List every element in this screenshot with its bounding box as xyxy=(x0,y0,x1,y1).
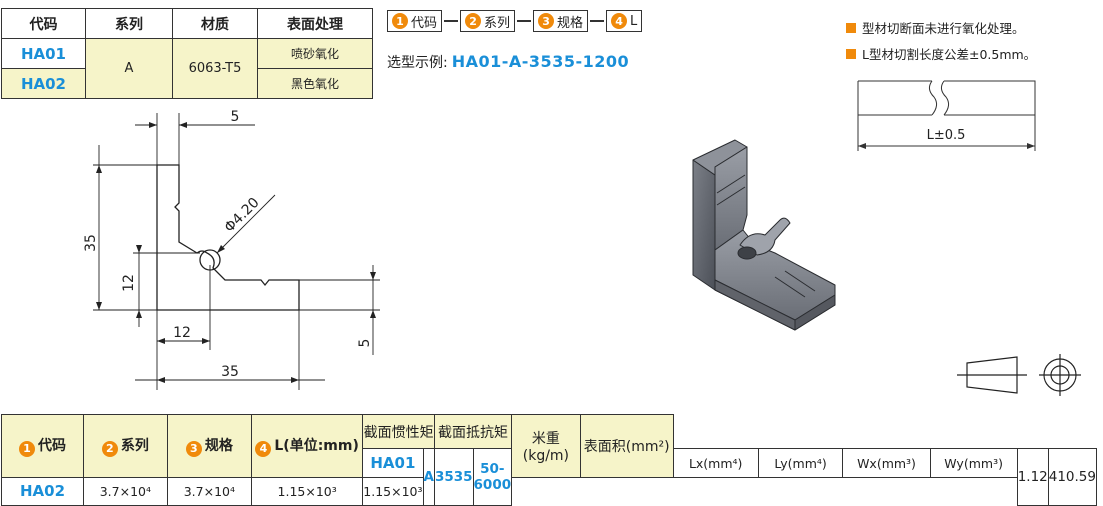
note-text: L型材切割长度公差±0.5mm。 xyxy=(862,47,1037,62)
chain-separator xyxy=(517,20,532,22)
number-badge: 1 xyxy=(392,13,408,29)
chain-label: 系列 xyxy=(484,15,511,31)
dim-top-width: 5 xyxy=(231,109,240,125)
code-ha02: HA02 xyxy=(0,476,85,506)
bullet-square-icon xyxy=(846,22,856,33)
header-label: 规格 xyxy=(204,438,233,455)
spec-table: 代码 系列 材质 表面处理 HA01 A 6063-T5 喷砂氧化 HA02 黑… xyxy=(1,8,374,99)
number-badge: 2 xyxy=(465,13,482,29)
note-1: 型材切断面未进行氧化处理。 xyxy=(846,18,1025,37)
code-ha01: HA01 xyxy=(362,448,424,478)
chain-item-code: 1 代码 xyxy=(387,10,443,32)
length-range: 50-6000 xyxy=(472,448,513,506)
number-badge: 3 xyxy=(185,440,202,457)
wx-header: Wx(mm³) xyxy=(842,448,931,478)
code-ha02: HA02 xyxy=(1,68,86,99)
dim-right-thickness: 5 xyxy=(357,339,373,348)
wy-value: 1.15×10³ xyxy=(362,476,424,506)
header-material: 材质 xyxy=(171,8,258,39)
dim-bottom-width: 35 xyxy=(221,364,239,380)
number-badge: 4 xyxy=(611,13,628,29)
wx-value: 1.15×10³ xyxy=(251,476,364,506)
selection-example: 选型示例:HA01-A-3535-1200 xyxy=(387,52,629,72)
lx-header: Lx(mm⁴) xyxy=(672,448,759,478)
profile-outline xyxy=(156,164,300,311)
chain-item-length: 4 L xyxy=(606,10,643,32)
example-value: HA01-A-3535-1200 xyxy=(451,52,630,71)
profile-drawing: 5 35 Φ4.20 12 12 35 5 xyxy=(83,109,380,390)
header-label: 代码 xyxy=(38,438,66,455)
finish-sandblast: 喷砂氧化 xyxy=(256,38,374,69)
finish-black: 黑色氧化 xyxy=(256,68,374,99)
note-text: 型材切断面未进行氧化处理。 xyxy=(862,21,1025,36)
break-line-left xyxy=(928,80,938,116)
header-area: 表面积(mm²) xyxy=(579,414,674,478)
number-badge: 1 xyxy=(19,440,35,457)
number-badge: 3 xyxy=(538,13,555,29)
header-label: L(单位:mm) xyxy=(274,438,359,455)
length-label: L±0.5 xyxy=(927,128,966,143)
dim-inner-width: 12 xyxy=(173,325,191,341)
note-2: L型材切割长度公差±0.5mm。 xyxy=(846,44,1036,63)
header-resistance: 截面抵抗矩 xyxy=(433,413,513,450)
header-code: 代码 xyxy=(1,8,86,39)
dim-diameter: Φ4.20 xyxy=(222,195,263,236)
ly-value: 3.7×10⁴ xyxy=(166,476,253,506)
header-weight: 米重(kg/m) xyxy=(511,414,581,478)
code-ha01: HA01 xyxy=(1,38,86,69)
series-value: A xyxy=(84,38,173,99)
break-line-right xyxy=(940,80,950,116)
chain-item-series: 2 系列 xyxy=(460,10,516,32)
series-value: A xyxy=(422,448,435,506)
dim-height: 35 xyxy=(83,234,99,252)
number-badge: 4 xyxy=(255,440,272,457)
wy-header: Wy(mm³) xyxy=(929,448,1018,478)
isometric-view xyxy=(692,139,836,331)
ly-header: Ly(mm⁴) xyxy=(757,448,844,478)
material-value: 6063-T5 xyxy=(171,38,258,99)
header-label: 系列 xyxy=(120,438,149,455)
spec-value: 3535 xyxy=(433,448,474,506)
chain-item-spec: 3 规格 xyxy=(533,10,589,32)
header-series: 系列 xyxy=(84,8,173,39)
chain-separator xyxy=(590,20,605,22)
part-number-chain: 1 代码 2 系列 3 规格 4 L xyxy=(387,9,643,33)
area-value: 410.59 xyxy=(1047,448,1098,506)
dim-inner-height: 12 xyxy=(121,274,137,292)
lx-value: 3.7×10⁴ xyxy=(83,476,168,506)
weight-value: 1.12 xyxy=(1016,448,1049,506)
chain-label: 代码 xyxy=(411,15,438,31)
chain-label: 规格 xyxy=(557,15,584,31)
number-badge: 2 xyxy=(101,440,118,457)
projection-symbol xyxy=(957,354,1081,396)
chain-separator xyxy=(444,20,459,22)
header-inertia: 截面惯性矩 xyxy=(362,413,435,450)
header-finish: 表面处理 xyxy=(256,8,374,39)
bullet-square-icon xyxy=(846,48,856,59)
example-label: 选型示例: xyxy=(387,55,448,71)
length-drawing: L±0.5 xyxy=(857,80,1036,151)
chain-label: L xyxy=(630,13,638,29)
